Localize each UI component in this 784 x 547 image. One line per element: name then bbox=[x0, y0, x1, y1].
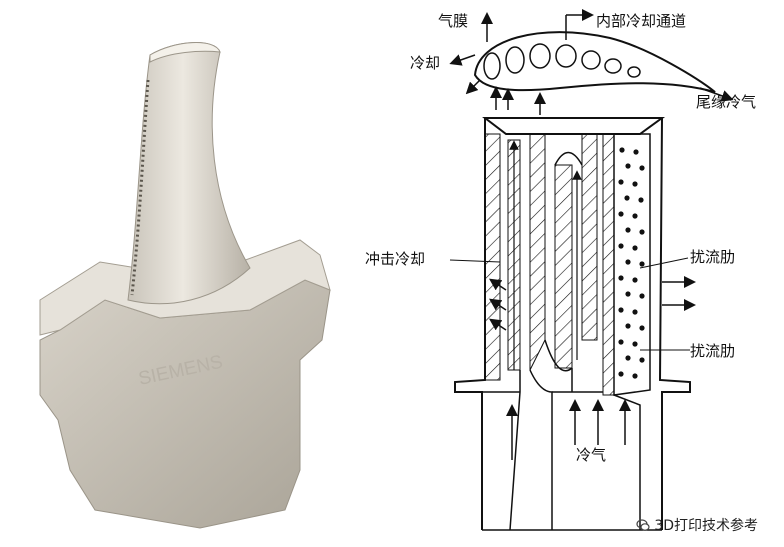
blade-section bbox=[454, 117, 696, 531]
blade-airfoil bbox=[127, 42, 251, 305]
airfoil-channel-5 bbox=[581, 50, 601, 70]
pin-fin-dots bbox=[618, 147, 645, 379]
airfoil-outline bbox=[473, 31, 716, 93]
tip-cap bbox=[482, 117, 666, 135]
label-internal-channel: 内部冷却通道 bbox=[596, 12, 686, 30]
arrow-impinge-1 bbox=[489, 278, 507, 291]
left-wall-hatch bbox=[484, 133, 501, 381]
airfoil-channel-4 bbox=[555, 44, 577, 68]
arrow-impinge-2 bbox=[489, 298, 507, 311]
label-turbulator-1: 扰流肋 bbox=[690, 248, 735, 266]
blade-root bbox=[39, 279, 331, 529]
leader-turbulator-1 bbox=[639, 257, 689, 269]
outer-wall-right bbox=[658, 117, 691, 530]
root-channel-right-wall bbox=[613, 394, 641, 530]
label-cooling-left: 冷却 bbox=[410, 54, 440, 72]
outer-wall-left bbox=[454, 118, 486, 530]
serpentine-wall-4 bbox=[602, 133, 615, 396]
arrow-impinge-3 bbox=[489, 318, 507, 331]
airfoil-channel-2 bbox=[505, 46, 525, 74]
airfoil-channel-7 bbox=[627, 66, 641, 78]
cooling-diagram: 气膜 内部冷却通道 冷却 尾缘冷气 冲击冷却 扰流肋 扰流肋 冷气 bbox=[365, 9, 756, 531]
blade-tip bbox=[149, 42, 221, 63]
label-film-cooling-top: 气膜 bbox=[438, 12, 468, 30]
label-cool-air: 冷气 bbox=[576, 446, 606, 464]
trailing-edge-region bbox=[613, 133, 651, 396]
airfoil-channel-6 bbox=[604, 58, 622, 74]
serpentine-wall-3 bbox=[581, 133, 598, 341]
airfoil-channel-1 bbox=[483, 52, 501, 80]
blade-cooling-holes bbox=[130, 79, 150, 296]
airfoil-section bbox=[449, 9, 734, 115]
watermark-text: 3D打印技术参考 bbox=[654, 518, 758, 534]
label-impingement-cooling: 冲击冷却 bbox=[365, 250, 425, 268]
watermark: 3D打印技术参考 bbox=[636, 515, 758, 535]
serpentine-wall-2 bbox=[554, 164, 573, 369]
arrow-film-down bbox=[465, 79, 481, 95]
airfoil-channel-3 bbox=[529, 43, 551, 69]
wechat-icon bbox=[636, 519, 650, 531]
arrow-trailing-edge bbox=[699, 87, 734, 102]
serpentine-wall-1 bbox=[529, 133, 546, 371]
serpentine-loop bbox=[544, 339, 573, 372]
leader-impingement bbox=[449, 259, 501, 263]
serpentine-loop-top bbox=[554, 151, 583, 166]
arrow-film-left bbox=[449, 54, 476, 66]
root-channel-mid-wall bbox=[529, 369, 553, 530]
turbine-blade-photo: SIEMENS bbox=[39, 42, 331, 529]
label-trailing-edge-cooling: 尾缘冷气 bbox=[696, 93, 756, 111]
label-turbulator-2: 扰流肋 bbox=[690, 342, 735, 360]
